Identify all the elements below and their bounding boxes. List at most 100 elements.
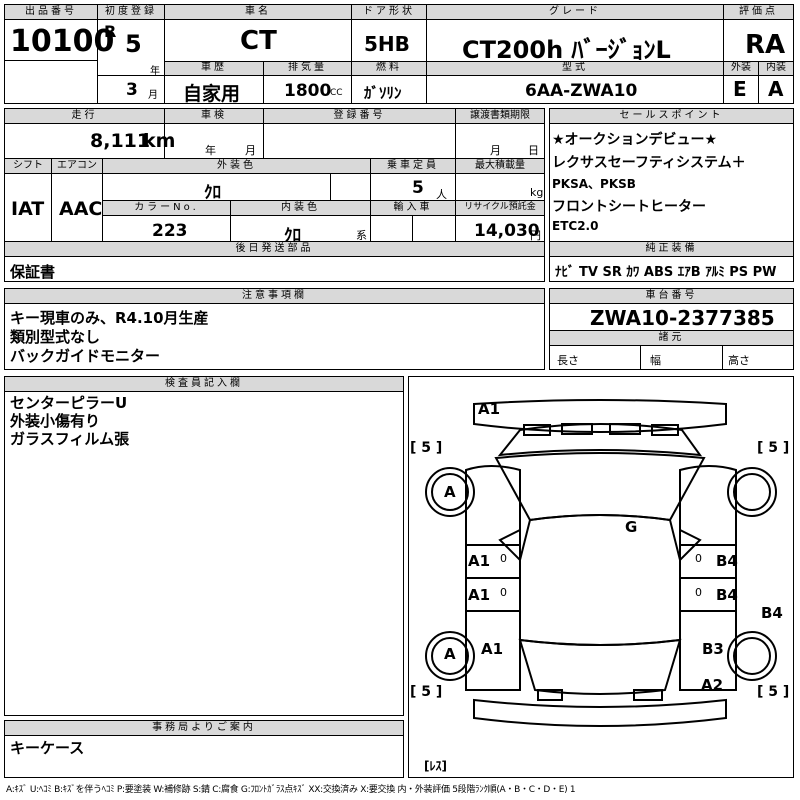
ext-color-value: ｸﾛ [204, 183, 221, 203]
lot-number: 10100 [10, 24, 115, 59]
import-label: 輸入車 [371, 201, 455, 216]
inspection-label: 車検 [165, 109, 263, 124]
score-label: 評価点 [724, 5, 793, 20]
color-no-label: カラーNo. [103, 201, 230, 216]
office-block [4, 720, 404, 778]
notes-block [4, 288, 545, 370]
later-parts-value: 保証書 [10, 263, 56, 281]
mark-left-front-door: A1 [468, 552, 491, 570]
header-block [4, 4, 794, 104]
car-name-label: 車名 [165, 5, 351, 20]
mark-rear-left-wheel: A [444, 645, 456, 663]
damage-diagram [408, 376, 794, 778]
details-block [4, 108, 545, 282]
history-value: 自家用 [183, 83, 241, 105]
mark-zero-1: 0 [500, 552, 507, 565]
reg-year: 5 [125, 30, 142, 58]
transfer-month-unit: 月 [490, 144, 501, 157]
genuine-label: 純正装備 [550, 242, 793, 257]
mark-right-rear-door: B4 [716, 586, 738, 604]
capacity-label: 乗車定員 [371, 159, 455, 174]
specs-label: 諸元 [550, 331, 793, 346]
recycle-value: 14,030 [474, 221, 540, 241]
spare-tire: [ﾚｽ] [424, 759, 447, 773]
office-label: 事務局よりご案内 [5, 721, 403, 736]
height-label: 高さ [728, 354, 750, 367]
interior-score: A [768, 77, 784, 101]
kei-unit: 系 [356, 229, 367, 242]
fuel-value: ｶﾞｿﾘﾝ [364, 84, 402, 102]
capacity-value: 5 [412, 178, 424, 198]
month-unit: 月 [148, 90, 158, 101]
length-label: 長さ [557, 354, 579, 367]
lot-label: 出品番号 [5, 5, 97, 20]
mark-zero-2: 0 [500, 586, 507, 599]
mark-left-rear-quarter: A1 [481, 640, 504, 658]
reg-month: 3 [126, 80, 138, 100]
ext-color-label: 外装色 [103, 159, 370, 174]
exterior-score: E [733, 77, 747, 101]
sales-point-4: フロントシートヒーター [552, 199, 706, 215]
door-type: 5HB [364, 32, 410, 56]
interior-label: 内装 [759, 62, 793, 76]
tire-tread-rear-left: [ 5 ] [410, 684, 443, 700]
sales-point-3: PKSA、PKSB [552, 177, 636, 191]
chassis-number: ZWA10-2377385 [590, 306, 775, 330]
grade-value: CT200h ﾊﾞｰｼﾞｮﾝL [462, 36, 671, 64]
note-line-2: 類別型式なし [10, 328, 101, 346]
mark-left-rear-door: A1 [468, 586, 491, 604]
width-label: 幅 [650, 354, 661, 367]
shift-value: IAT [11, 198, 45, 220]
tire-tread-front-left: [ 5 ] [410, 440, 443, 456]
tire-tread-rear-right: [ 5 ] [757, 684, 790, 700]
inspector-line-1: センターピラーU [10, 394, 128, 412]
car-name: CT [240, 26, 277, 56]
era-mark: R [104, 22, 117, 41]
history-label: 車歴 [165, 62, 263, 76]
mark-zero-3: 0 [695, 552, 702, 565]
mark-roof: G [625, 518, 638, 536]
notes-label: 注意事項欄 [5, 289, 544, 304]
mark-front-bumper: A1 [478, 400, 501, 418]
chassis-label: 車台番号 [550, 289, 793, 304]
transfer-day-unit: 日 [528, 144, 539, 157]
color-no-value: 223 [152, 221, 188, 241]
sales-point-block [549, 108, 794, 282]
shift-label: シフト [5, 159, 51, 174]
inspector-line-2: 外装小傷有り [10, 412, 101, 430]
score-value: RA [745, 30, 786, 60]
mark-zero-4: 0 [695, 586, 702, 599]
mileage-value: 8,111 [90, 130, 151, 152]
model-label: 型式 [427, 62, 723, 76]
mark-front-left-wheel: A [444, 483, 456, 501]
int-color-label: 内装色 [231, 201, 370, 216]
note-line-3: バックガイドモニター [10, 347, 161, 365]
later-parts-label: 後日発送部品 [5, 242, 544, 257]
sales-point-2: レクサスセーフティシステム＋ [552, 155, 746, 171]
yen-unit: 円 [530, 229, 541, 242]
people-unit: 人 [436, 188, 447, 201]
door-label: ドア形状 [352, 5, 426, 20]
mileage-label: 走行 [5, 109, 164, 124]
sales-point-1: ★オークションデビュー★ [552, 132, 718, 148]
cc-unit: CC [330, 88, 343, 98]
inspector-block [4, 376, 404, 716]
transfer-label: 譲渡書類期限 [456, 109, 544, 124]
mark-right-front-door: B4 [716, 552, 738, 570]
first-reg-label: 初度登録 [98, 5, 164, 20]
displacement-value: 1800 [284, 81, 332, 101]
inspection-year-unit: 年 [205, 144, 216, 157]
aircon-value: AAC [59, 198, 103, 220]
displacement-label: 排気量 [264, 62, 351, 76]
damage-legend: A:ｷｽﾞ U:ﾍｺﾐ B:ｷｽﾞを伴うﾍｺﾐ P:要塗装 W:補修跡 S:錆 … [6, 785, 576, 795]
note-line-1: キー現車のみ、R4.10月生産 [10, 309, 209, 327]
mark-right-rear-fender: B3 [702, 640, 724, 658]
inspection-month-unit: 月 [245, 144, 256, 157]
reg-no-label: 登録番号 [264, 109, 455, 124]
exterior-label: 外装 [724, 62, 758, 76]
grade-label: グレード [427, 5, 723, 20]
model-value: 6AA-ZWA10 [525, 81, 638, 101]
sales-point-5: ETC2.0 [552, 219, 599, 233]
inspector-line-3: ガラスフィルム張 [10, 430, 130, 448]
fuel-label: 燃料 [352, 62, 426, 76]
